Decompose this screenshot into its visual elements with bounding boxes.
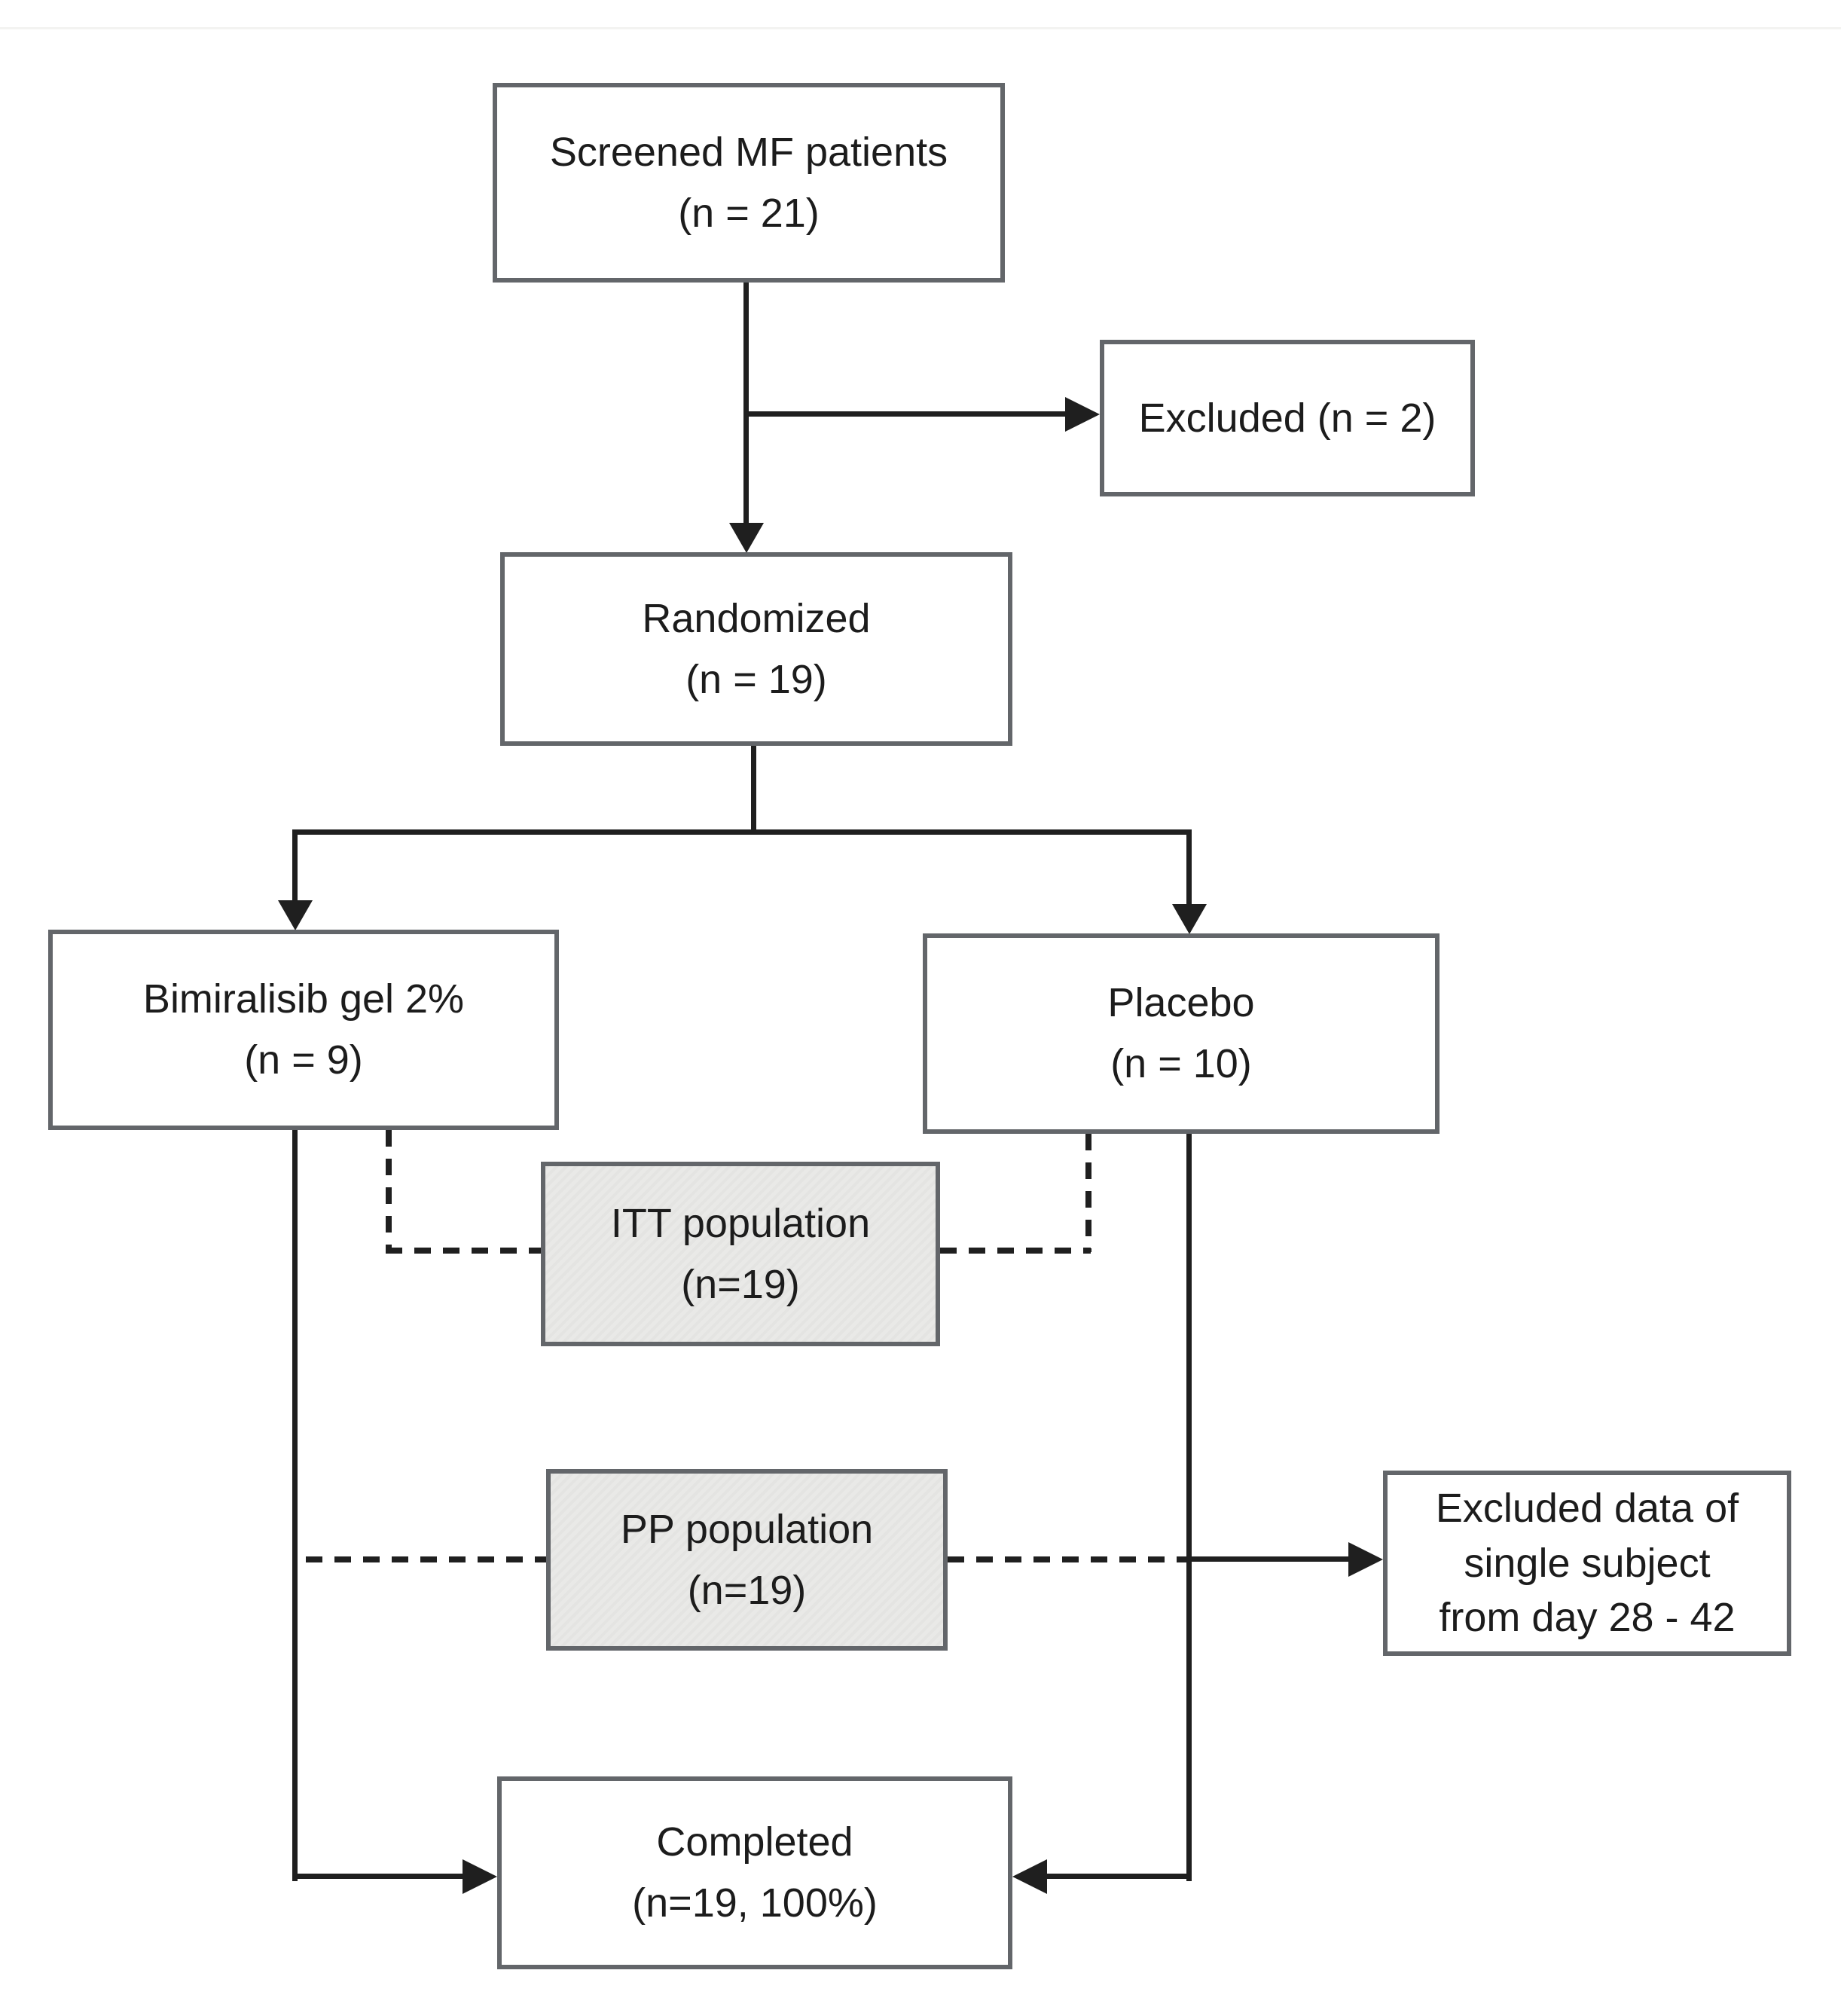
completed-box: Completed (n=19, 100%) bbox=[497, 1776, 1012, 1969]
arrowhead-bimiralisib bbox=[278, 900, 313, 930]
bimiralisib-box-label: Bimiralisib gel 2% bbox=[142, 976, 465, 1022]
pp-population-box-label: PP population bbox=[620, 1506, 874, 1552]
connector-bimiralisib-completed-horizontal bbox=[292, 1874, 466, 1879]
itt-population-box-count: (n=19) bbox=[681, 1261, 800, 1307]
connector-placebo-completed-vertical bbox=[1186, 1132, 1192, 1881]
arrowhead-randomized bbox=[729, 523, 764, 553]
arrowhead-placebo bbox=[1172, 904, 1207, 934]
randomized-box-count: (n = 19) bbox=[685, 656, 827, 702]
placebo-box: Placebo (n = 10) bbox=[923, 933, 1440, 1134]
randomized-box-label: Randomized bbox=[642, 595, 871, 641]
arrowhead-completed-left bbox=[463, 1859, 497, 1894]
connector-pp-excluded-data-solid bbox=[1186, 1556, 1351, 1562]
itt-population-box-label: ITT population bbox=[610, 1200, 871, 1246]
connector-randomized-split-stem bbox=[751, 744, 756, 835]
connector-split-right-drop bbox=[1186, 829, 1192, 909]
connector-screened-randomized bbox=[743, 281, 749, 530]
connector-placebo-completed-horizontal bbox=[1046, 1874, 1192, 1879]
screened-box-label: Screened MF patients bbox=[549, 129, 948, 175]
connector-placebo-itt-dashed-horizontal bbox=[940, 1248, 1091, 1254]
pp-population-box-count: (n=19) bbox=[687, 1567, 807, 1613]
scan-artifact-line bbox=[0, 27, 1841, 29]
pp-population-box: PP population (n=19) bbox=[546, 1469, 948, 1651]
screened-box-count: (n = 21) bbox=[678, 190, 820, 236]
placebo-box-count: (n = 10) bbox=[1110, 1041, 1252, 1086]
excluded-data-box-line1: Excluded data of bbox=[1435, 1485, 1739, 1531]
excluded-data-box-line3: from day 28 - 42 bbox=[1439, 1595, 1736, 1641]
connector-split-left-drop bbox=[292, 829, 298, 905]
itt-population-box: ITT population (n=19) bbox=[541, 1162, 940, 1346]
excluded-box: Excluded (n = 2) bbox=[1100, 340, 1475, 496]
connector-split-bar bbox=[292, 829, 1192, 835]
bimiralisib-box: Bimiralisib gel 2% (n = 9) bbox=[48, 930, 559, 1130]
placebo-box-label: Placebo bbox=[1107, 980, 1255, 1025]
connector-bimiralisib-itt-dashed-horizontal bbox=[386, 1248, 541, 1254]
connector-pp-right-dashed bbox=[948, 1556, 1189, 1562]
excluded-data-box: Excluded data of single subject from day… bbox=[1383, 1471, 1791, 1656]
connector-excluded-branch bbox=[743, 411, 1069, 417]
bimiralisib-box-count: (n = 9) bbox=[244, 1037, 363, 1083]
connector-bimiralisib-completed-vertical bbox=[292, 1129, 298, 1881]
completed-box-label: Completed bbox=[656, 1819, 853, 1865]
connector-bimiralisib-itt-dashed-vertical bbox=[386, 1130, 392, 1252]
screened-box: Screened MF patients (n = 21) bbox=[493, 83, 1005, 283]
completed-box-count: (n=19, 100%) bbox=[632, 1880, 878, 1926]
randomized-box: Randomized (n = 19) bbox=[500, 552, 1012, 746]
excluded-data-box-line2: single subject bbox=[1464, 1540, 1711, 1586]
arrowhead-completed-right bbox=[1012, 1859, 1047, 1894]
connector-pp-left-dashed bbox=[306, 1556, 546, 1562]
arrowhead-excluded bbox=[1065, 397, 1100, 432]
connector-placebo-itt-dashed-vertical bbox=[1085, 1134, 1091, 1252]
arrowhead-excluded-data bbox=[1348, 1542, 1383, 1577]
excluded-box-label: Excluded (n = 2) bbox=[1138, 395, 1436, 441]
